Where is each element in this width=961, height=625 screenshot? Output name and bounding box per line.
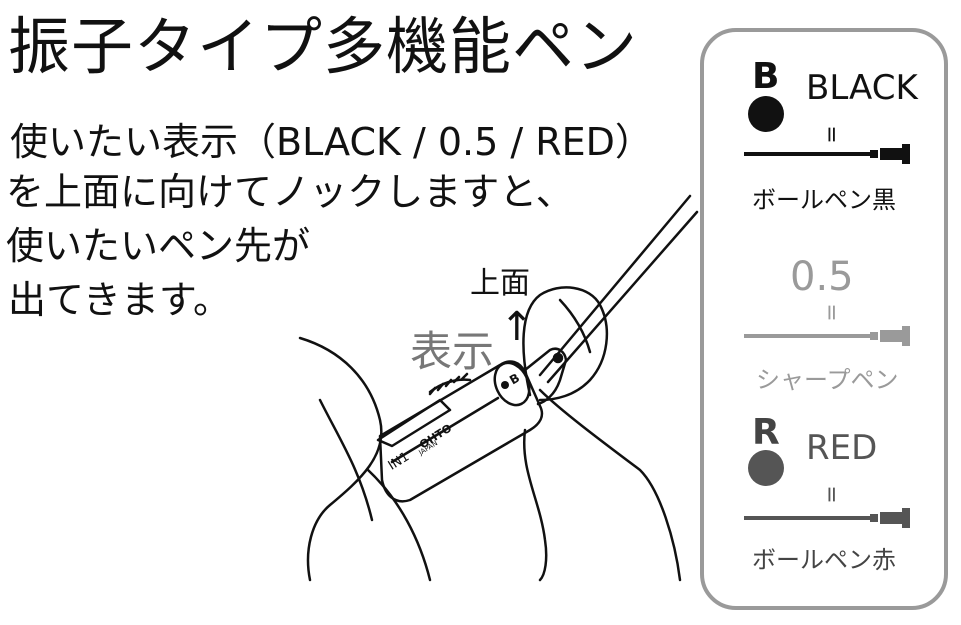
legend-red-name: RED — [806, 428, 878, 468]
legend-black-caption: ボールペン黒 — [752, 186, 896, 214]
description-line-3: 使いたいペン先が — [6, 224, 311, 268]
beam-line-lower — [546, 210, 699, 384]
description-line-1: 使いたい表示（BLACK / 0.5 / RED） — [10, 120, 653, 164]
display-label: 表示 — [410, 327, 495, 376]
legend-black-letter: B — [752, 56, 780, 97]
beam-line-upper — [538, 194, 692, 377]
black-refill-line — [744, 152, 872, 156]
hand-outline — [298, 336, 383, 582]
sharp-refill-line — [744, 334, 872, 338]
pen-body — [378, 360, 544, 503]
black-refill-tip-icon — [870, 144, 910, 164]
legend-black-name: BLACK — [806, 68, 918, 108]
legend-sharp-name: 0.5 — [790, 254, 854, 300]
legend-red-letter: R — [752, 412, 780, 453]
legend-sharp-eq: = — [818, 303, 844, 322]
legend-panel: B BLACK = ボールペン黒 0.5 = シャープペン R RED = ボー… — [700, 28, 948, 610]
description-line-2: を上面に向けてノックしますと、 — [6, 170, 574, 214]
thumb-outline — [522, 286, 609, 402]
red-refill-line — [744, 516, 872, 520]
red-dot-icon — [748, 450, 784, 486]
description-line-4: 出てきます。 — [8, 278, 232, 322]
up-arrow-icon: ↑ — [500, 304, 534, 350]
black-dot-icon — [748, 96, 784, 132]
sharp-refill-tip-icon — [870, 326, 910, 346]
legend-red-caption: ボールペン赤 — [752, 546, 896, 574]
legend-red-eq: = — [818, 485, 844, 504]
red-refill-tip-icon — [870, 508, 910, 528]
page-title: 振子タイプ多機能ペン — [8, 10, 639, 83]
up-label: 上面 — [470, 266, 530, 301]
legend-black-eq: = — [818, 125, 844, 144]
legend-sharp-caption: シャープペン — [756, 366, 899, 394]
